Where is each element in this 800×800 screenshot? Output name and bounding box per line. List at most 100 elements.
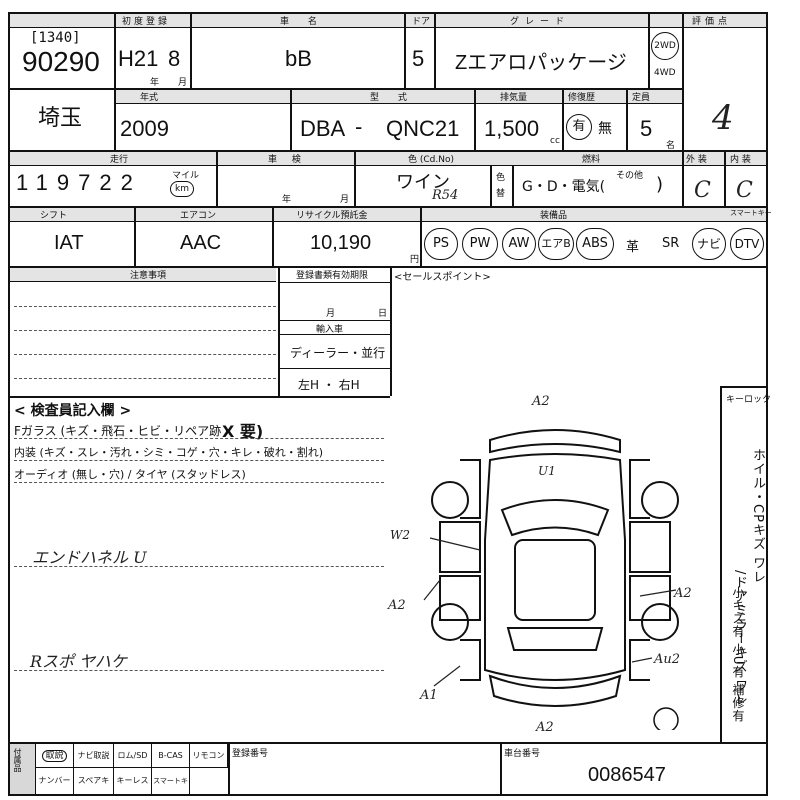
equip-label: ナビ	[696, 237, 721, 251]
repair-label: 修復歴	[568, 93, 596, 103]
inspection-month-suffix: 月	[340, 195, 350, 205]
acc-cell: 取説	[36, 744, 74, 768]
divider	[216, 150, 218, 206]
dealer-parallel: ディーラー・並行	[290, 346, 386, 360]
equip-ps: PS	[424, 228, 458, 260]
acc-number: ナンバー	[38, 776, 71, 785]
chassis-number: 0086547	[588, 764, 666, 786]
model-year-label: 年式	[140, 93, 159, 103]
divider	[682, 12, 684, 162]
color-change-2: 替	[496, 189, 506, 199]
inspection-year-suffix: 年	[282, 195, 292, 205]
divider	[648, 12, 650, 88]
footer-divider	[8, 742, 768, 744]
mileage-digit: 2	[120, 170, 142, 195]
row-divider	[8, 150, 768, 152]
divider	[114, 88, 116, 150]
type-prefix: DBA	[300, 116, 346, 141]
rear-window	[506, 627, 604, 651]
divider	[626, 88, 628, 150]
score: 4	[712, 98, 734, 138]
fender-front-left	[460, 459, 481, 519]
equip-label: PS	[432, 236, 450, 251]
handle-side: 左H ・ 右H	[298, 378, 360, 392]
note-line	[14, 566, 384, 567]
equip-dtv: DTV	[730, 228, 764, 260]
divider	[562, 88, 564, 150]
acc-cell: スペアキー	[74, 768, 114, 794]
type-dash: -	[355, 114, 363, 139]
car-name: bB	[285, 46, 312, 71]
handwritten-note-1: エンドハネル U	[32, 548, 147, 567]
row1-header-strip	[10, 14, 766, 28]
grade: Zエアロパッケージ	[455, 52, 627, 74]
reg-number-label: 登録番号	[232, 749, 269, 759]
mark-top: A2	[532, 394, 550, 409]
acc-rom-sd: ロム/SD	[117, 751, 148, 760]
row-divider	[8, 396, 390, 398]
fuel-other: その他	[616, 171, 644, 181]
mileage-label: 走行	[110, 155, 129, 165]
mark-bottom: A2	[536, 720, 554, 735]
acc-navi-manual: ナビ取説	[77, 751, 110, 760]
color: ワイン	[396, 172, 450, 192]
audio-tire-note: オーディオ (無し・穴) / タイヤ (スタッドレス)	[14, 468, 246, 481]
divider	[134, 206, 136, 266]
equip-navi: ナビ	[692, 228, 726, 260]
first-reg-label: 初度登録	[122, 17, 171, 27]
equip-label: DTV	[734, 237, 760, 251]
acc-keyless: キーレス	[116, 776, 149, 785]
mark-a1: A1	[420, 688, 438, 703]
door-front-left	[439, 521, 481, 573]
divider	[724, 150, 726, 206]
equipment-label: 装備品	[540, 211, 568, 221]
reg-code: [1340]	[30, 30, 81, 46]
shift-label: シフト	[40, 211, 68, 221]
door-front-right	[629, 521, 671, 573]
acc-remote: リモコン	[192, 751, 225, 760]
color-label: 色 (Cd.No)	[408, 155, 454, 165]
outer-frame	[8, 12, 768, 796]
leader-w2	[429, 537, 481, 551]
divider	[682, 150, 684, 206]
note-line	[14, 482, 384, 483]
row4-header-strip	[10, 208, 766, 222]
leader-au2	[631, 657, 653, 663]
equip-airbag: エアB	[538, 228, 574, 260]
row3-header-strip	[10, 152, 766, 166]
recycle-unit: 円	[410, 255, 420, 265]
f-glass-note: Fガラス (キズ・飛石・ヒビ・リペア跡・	[14, 424, 234, 438]
quarter-right	[629, 639, 650, 681]
shift: IAT	[54, 232, 84, 254]
displacement-unit: cc	[550, 136, 560, 146]
interior-note: 内装 (キズ・スレ・汚れ・シミ・コゲ・穴・キレ・破れ・割れ)	[14, 446, 324, 459]
ac-label: エアコン	[180, 211, 217, 221]
key-label: スマートキー	[730, 209, 772, 217]
equip-label: エアB	[541, 237, 571, 250]
acc-cell: リモコン	[190, 744, 228, 768]
mileage-digits: 119722	[16, 170, 142, 196]
rear-bumper	[488, 674, 622, 707]
first-reg-month: 8	[168, 46, 181, 71]
door-label: ドア	[412, 17, 431, 27]
drive-4wd: 4WD	[654, 68, 676, 78]
car-name-label: 車 名	[280, 17, 325, 27]
mark-au2: Au2	[654, 652, 681, 667]
type-code: QNC21	[386, 116, 460, 141]
doors: 5	[412, 46, 425, 71]
divider	[512, 166, 514, 206]
note-line	[14, 330, 276, 331]
acc-spare-key: スペアキー	[77, 776, 110, 785]
equip-label: AW	[508, 236, 530, 251]
repair-yes: 有	[572, 119, 586, 134]
registry-expiry-label: 登録書類有効期限	[296, 271, 369, 281]
capacity-label: 定員	[632, 93, 651, 103]
region: 埼玉	[38, 105, 83, 130]
mark-left-a2: A2	[388, 598, 406, 613]
front-bumper	[489, 429, 621, 454]
recycle: 10,190	[310, 232, 372, 254]
mile-label: マイル	[172, 171, 200, 181]
side-note-wheel: ホイル・CPキズ ワレ	[750, 448, 765, 585]
model-year: 2009	[120, 116, 169, 141]
displacement: 1,500	[484, 116, 540, 141]
